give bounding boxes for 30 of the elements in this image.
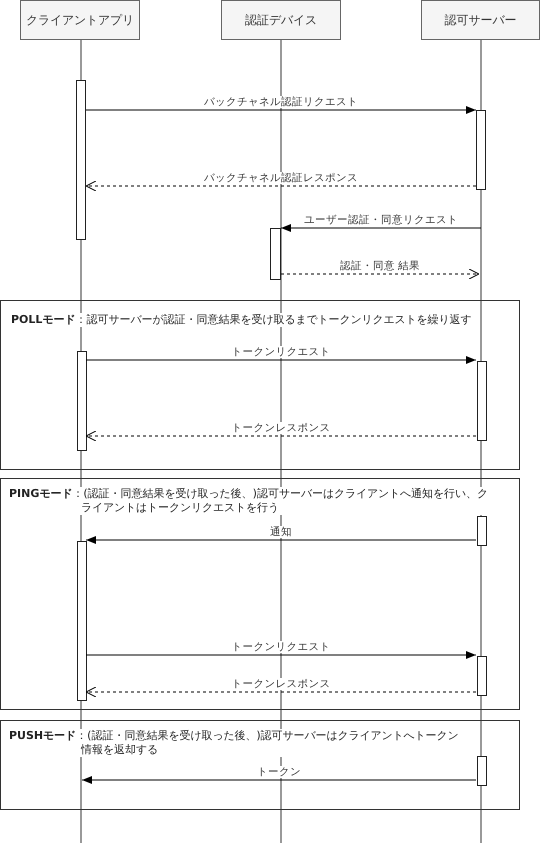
message-label: ユーザー認証・同意リクエスト [304,214,458,226]
activation-bar [477,361,487,441]
mode-description: POLLモード：認可サーバーが認証・同意結果を受け取るまでトークンリクエストを繰り返す [11,313,472,327]
message-label: バックチャネル認証レスポンス [204,172,358,184]
message-arrow [280,268,480,280]
message-label: バックチャネル認証リクエスト [204,96,358,108]
activation-bar [76,80,86,240]
message-arrow [280,224,482,232]
message-arrow [86,651,476,659]
activation-bar [477,656,487,696]
mode-frame [0,720,520,810]
message-arrow [86,356,476,364]
activation-bar [77,351,87,451]
message-arrow [86,180,476,192]
activation-bar [477,516,487,546]
message-label: 認証・同意 結果 [340,260,420,272]
activation-bar [270,228,281,280]
message-arrow [86,686,476,698]
lifeline-header: 認可サーバー [421,0,540,40]
message-arrow [86,106,476,114]
lifeline-header: 認証デバイス [221,0,341,40]
message-arrow [86,536,476,544]
lifeline-header: クライアントアプリ [20,0,140,40]
activation-bar [477,756,487,786]
activation-bar [77,541,87,701]
mode-description: PUSHモード：(認証・同意結果を受け取った後、)認可サーバーはクライアントへトークン情報を返却する [9,729,459,757]
message-label: 通知 [270,526,292,538]
activation-bar [476,110,486,190]
message-arrow [82,776,476,784]
message-arrow [86,430,476,442]
